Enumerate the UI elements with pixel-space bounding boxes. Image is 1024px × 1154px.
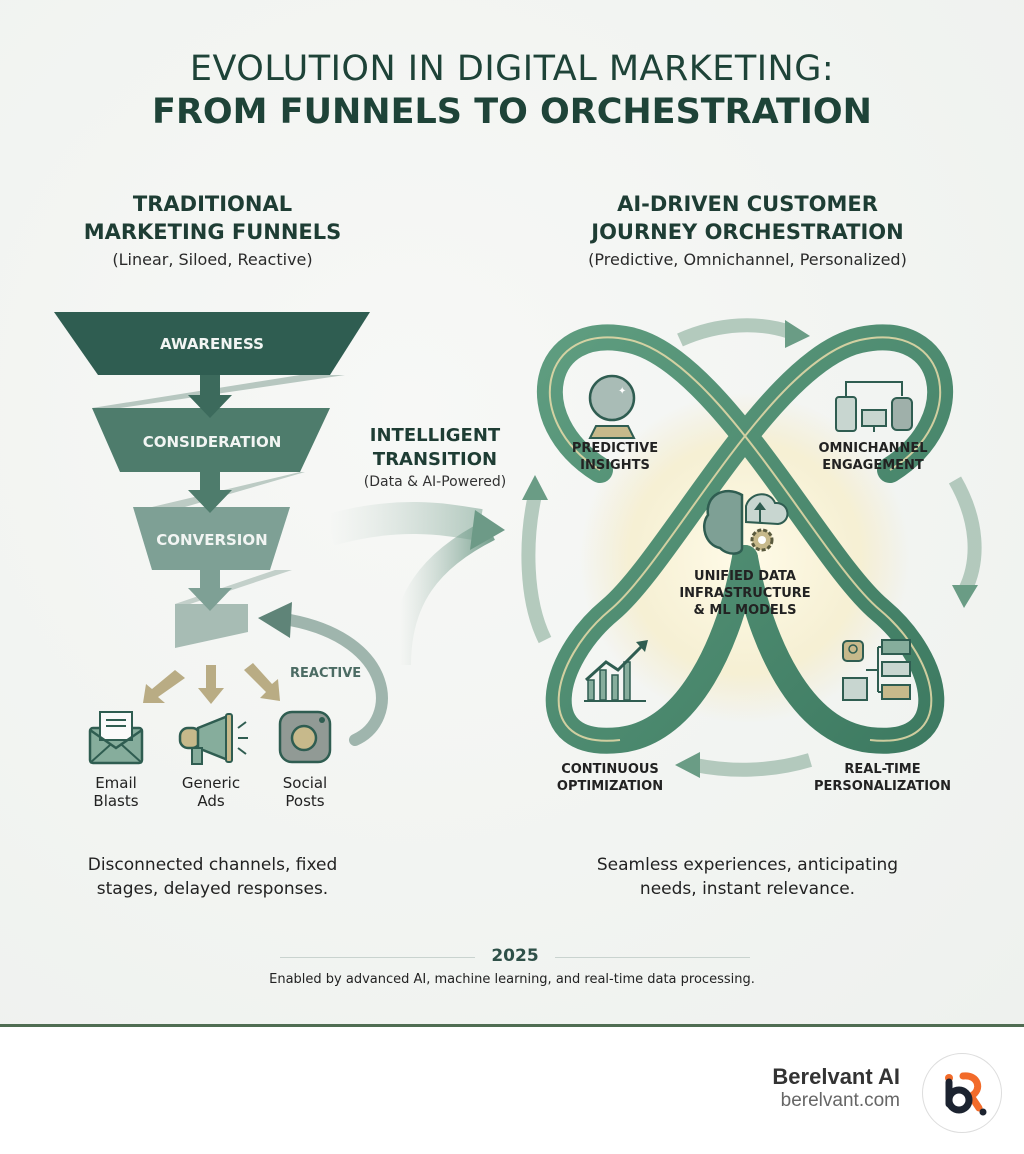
- funnel-bottom: [175, 604, 248, 648]
- devices-icon: [835, 381, 913, 432]
- summary-line: Seamless experiences, anticipating: [596, 855, 899, 875]
- brand-name: Berelvant AI: [772, 1064, 900, 1089]
- reactive-label: REACTIVE: [290, 666, 362, 681]
- center-label-line: INFRASTRUCTURE: [679, 586, 811, 601]
- transition-line-1: INTELLIGENT: [369, 425, 501, 446]
- node-label-line: PREDICTIVE: [571, 441, 659, 456]
- node-label-line: INSIGHTS: [580, 458, 650, 473]
- brand-logo: [922, 1053, 1002, 1133]
- node-label-line: REAL-TIME: [844, 762, 921, 777]
- year-divider-right: [555, 957, 750, 958]
- footer-caption: Enabled by advanced AI, machine learning…: [269, 972, 755, 987]
- page-title: EVOLUTION IN DIGITAL MARKETING: FROM FUN…: [0, 48, 1024, 134]
- left-heading-line-2: MARKETING FUNNELS: [83, 220, 342, 244]
- transition-subtitle: (Data & AI-Powered): [363, 474, 507, 490]
- node-real-time-personalization: REAL-TIME PERSONALIZATION: [805, 761, 960, 795]
- channel-label-line: Blasts: [93, 792, 139, 810]
- left-heading: TRADITIONAL MARKETING FUNNELS (Linear, S…: [60, 190, 365, 269]
- channel-email-blasts: Email Blasts: [71, 774, 161, 810]
- node-label-line: PERSONALIZATION: [813, 779, 951, 794]
- crystal-ball-icon: ✦: [588, 374, 636, 439]
- brain-cloud-gear-icon: [703, 489, 789, 555]
- channel-label-line: Generic: [181, 774, 241, 792]
- funnel-stage-awareness: [54, 312, 370, 375]
- right-subtitle: (Predictive, Omnichannel, Personalized): [588, 250, 907, 269]
- personalization-icon: [842, 639, 911, 701]
- year-label: 2025: [491, 946, 539, 966]
- right-heading-line-1: AI-DRIVEN CUSTOMER: [617, 192, 878, 216]
- node-label-line: CONTINUOUS: [561, 762, 659, 777]
- summary-line: needs, instant relevance.: [639, 879, 856, 899]
- brand-block: Berelvant AI berelvant.com: [772, 1064, 900, 1112]
- center-unified-data: UNIFIED DATA INFRASTRUCTURE & ML MODELS: [665, 568, 825, 619]
- center-label-line: UNIFIED DATA: [694, 569, 796, 584]
- channel-generic-ads: Generic Ads: [166, 774, 256, 810]
- node-predictive-insights: PREDICTIVE INSIGHTS: [555, 440, 675, 474]
- node-omnichannel-engagement: OMNICHANNEL ENGAGEMENT: [808, 440, 938, 474]
- center-label-line: & ML MODELS: [693, 603, 797, 618]
- right-summary: Seamless experiences, anticipating needs…: [560, 853, 935, 901]
- channel-label-line: Social: [282, 774, 328, 792]
- node-label-line: OMNICHANNEL: [818, 441, 928, 456]
- camera-icon: [278, 710, 332, 764]
- funnel-stage-conversion: [133, 507, 290, 570]
- stage-conversion-label: CONVERSION: [156, 531, 268, 549]
- summary-line: Disconnected channels, fixed: [87, 855, 338, 875]
- funnel-stage-consideration: [92, 408, 330, 472]
- stage-awareness-label: AWARENESS: [160, 335, 264, 353]
- intelligent-transition: INTELLIGENT TRANSITION (Data & AI-Powere…: [340, 424, 530, 490]
- summary-line: stages, delayed responses.: [96, 879, 329, 899]
- brand-url[interactable]: berelvant.com: [780, 1090, 900, 1111]
- svg-text:✦: ✦: [618, 386, 626, 397]
- channel-label-line: Posts: [285, 792, 325, 810]
- node-continuous-optimization: CONTINUOUS OPTIMIZATION: [545, 761, 675, 795]
- left-heading-line-1: TRADITIONAL: [132, 192, 293, 216]
- envelope-icon: [88, 711, 144, 765]
- node-label-line: OPTIMIZATION: [556, 779, 664, 794]
- channel-social-posts: Social Posts: [260, 774, 350, 810]
- year-divider-left: [280, 957, 475, 958]
- funnel: [54, 312, 370, 648]
- diagram-graphics: ✦: [54, 312, 982, 778]
- channel-label-line: Email: [95, 774, 137, 792]
- node-label-line: ENGAGEMENT: [822, 458, 924, 473]
- right-heading-line-2: JOURNEY ORCHESTRATION: [591, 220, 904, 244]
- transition-line-2: TRANSITION: [372, 449, 498, 470]
- left-subtitle: (Linear, Siloed, Reactive): [112, 250, 313, 269]
- megaphone-icon: [178, 713, 248, 765]
- channel-label-line: Ads: [197, 792, 225, 810]
- outer-cycle-arrows: [521, 318, 982, 777]
- right-heading: AI-DRIVEN CUSTOMER JOURNEY ORCHESTRATION…: [560, 190, 935, 269]
- stage-consideration-label: CONSIDERATION: [142, 433, 282, 451]
- left-summary: Disconnected channels, fixed stages, del…: [40, 853, 385, 901]
- title-line-2: FROM FUNNELS TO ORCHESTRATION: [152, 92, 872, 132]
- brand-logo-icon: [945, 1072, 987, 1116]
- growth-chart-icon: [584, 640, 648, 702]
- brand-divider: [0, 1024, 1024, 1027]
- title-line-1: EVOLUTION IN DIGITAL MARKETING:: [189, 49, 835, 89]
- year-row: 2025: [280, 946, 750, 968]
